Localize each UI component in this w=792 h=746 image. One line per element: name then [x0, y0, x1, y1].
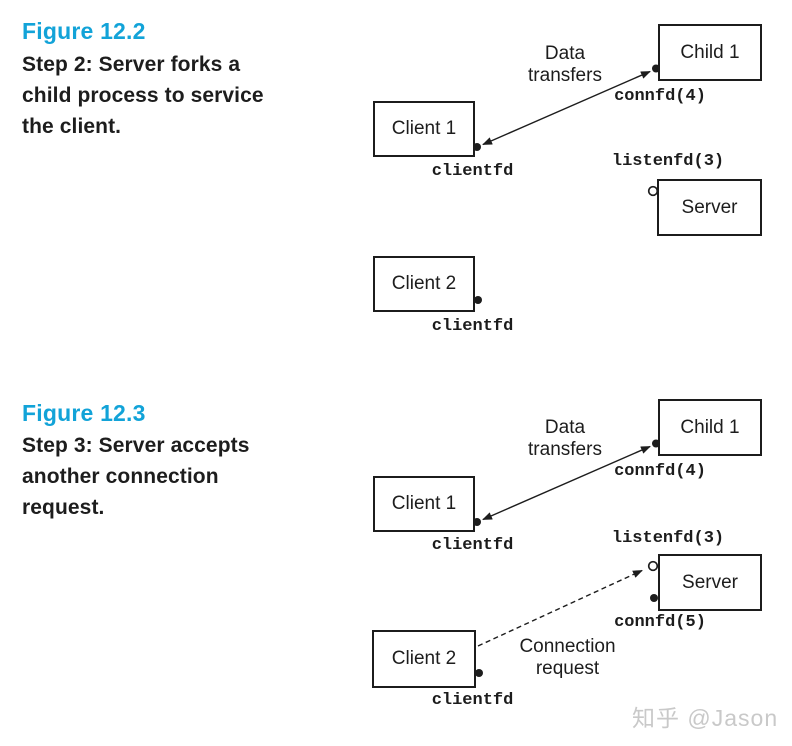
fig123-server-label: Server [682, 571, 738, 593]
fig122-child1-box: Child 1 [658, 24, 762, 81]
fig123-client2-label: Client 2 [391, 648, 457, 669]
figure-12-2-title: Figure 12.2 [22, 18, 146, 44]
fig122-client2-label: Client 2 [391, 273, 457, 294]
figure-12-2-caption: Step 2: Server forks a child process to … [22, 53, 264, 138]
fig122-child1-label: Child 1 [680, 41, 740, 63]
fig122-listenfd3-label: listenfd(3) [611, 152, 725, 171]
fig123-connfd5-label: connfd(5) [614, 613, 706, 632]
fig122-server-label: Server [681, 196, 738, 218]
fig123-client1-box: Client 1 [373, 476, 475, 532]
fig122-connfd4-label: connfd(4) [614, 87, 706, 106]
fig122-clientfd-client2-label: clientfd [431, 317, 514, 336]
fig123-server-box: Server [658, 554, 762, 611]
fig123-clientfd-client1-label: clientfd [431, 536, 514, 555]
fig123-connection-request-label: Connection request [519, 636, 616, 679]
fig122-client2-clientfd-dot [474, 296, 482, 304]
fig122-client1-box: Client 1 [373, 101, 475, 157]
fig122-data-transfers-label: Data transfers [528, 43, 602, 86]
fig123-client2-box: Client 2 [372, 630, 476, 688]
fig122-clientfd-client1-label: clientfd [431, 162, 514, 181]
fig123-connfd4-label: connfd(4) [614, 462, 706, 481]
fig122-client1-label: Client 1 [391, 118, 457, 139]
figure-12-3-title: Figure 12.3 [22, 400, 146, 426]
fig123-data-transfers-label: Data transfers [528, 417, 602, 460]
fig123-connection-request-arrow [477, 569, 643, 647]
fig123-server-listenfd-circle [647, 560, 659, 572]
figure-12-3-caption: Step 3: Server accepts another connectio… [22, 434, 250, 519]
fig123-client2-clientfd-dot [475, 669, 483, 677]
fig123-listenfd3-label: listenfd(3) [611, 529, 725, 548]
fig123-child1-box: Child 1 [658, 399, 762, 456]
watermark: 知乎 @Jason [632, 705, 779, 731]
fig123-server-connfd-dot [650, 594, 658, 602]
fig122-server-listenfd-circle [647, 185, 659, 197]
fig123-clientfd-client2-label: clientfd [431, 691, 514, 710]
fig122-client2-box: Client 2 [373, 256, 475, 312]
fig123-child1-label: Child 1 [680, 416, 740, 438]
fig123-client1-label: Client 1 [391, 493, 457, 514]
fig122-server-box: Server [657, 179, 762, 236]
